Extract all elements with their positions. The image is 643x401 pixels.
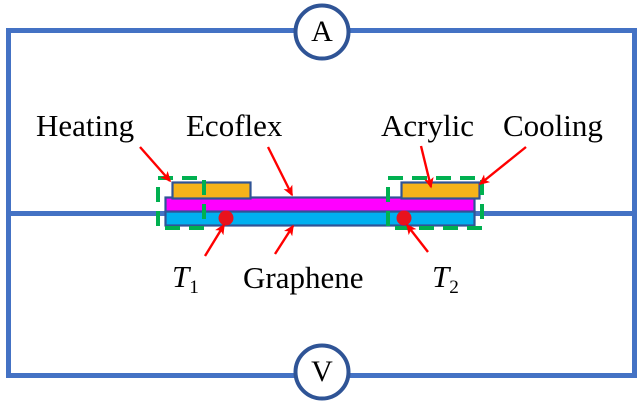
arrow-ecoflex-leader <box>266 146 294 197</box>
arrow-heating-leader <box>139 146 172 183</box>
ammeter-label: A <box>311 15 333 48</box>
label-t2: T2 <box>432 261 459 297</box>
circuit-frame <box>6 28 637 378</box>
graphene-layer <box>164 210 476 227</box>
ammeter <box>293 3 351 61</box>
label-acrylic: Acrylic <box>381 108 474 143</box>
voltmeter-label: V <box>311 355 333 388</box>
label-t1-symbol: T <box>172 259 190 294</box>
acrylic-block-left <box>171 181 252 200</box>
leader-arrows <box>139 145 527 257</box>
label-graphene: Graphene <box>243 260 364 295</box>
label-t1: T1 <box>172 261 199 297</box>
label-t2-subscript: 2 <box>449 277 459 299</box>
label-t2-symbol: T <box>432 259 450 294</box>
device-stack <box>164 181 481 227</box>
voltmeter <box>293 343 351 401</box>
arrow-graphene-leader <box>273 224 295 255</box>
label-t1-subscript: 1 <box>189 277 199 299</box>
arrow-t1-leader <box>203 223 226 257</box>
label-cooling: Cooling <box>503 108 603 143</box>
temperature-probe-2 <box>396 210 412 226</box>
acrylic-block-right <box>400 181 481 200</box>
arrow-t2-leader <box>406 223 429 253</box>
arrow-cooling-leader <box>478 146 527 185</box>
label-heating: Heating <box>36 108 135 143</box>
label-ecoflex: Ecoflex <box>186 108 283 143</box>
temperature-probe-1 <box>218 210 234 226</box>
ecoflex-layer <box>164 196 476 213</box>
arrow-acrylic-leader <box>419 145 434 189</box>
